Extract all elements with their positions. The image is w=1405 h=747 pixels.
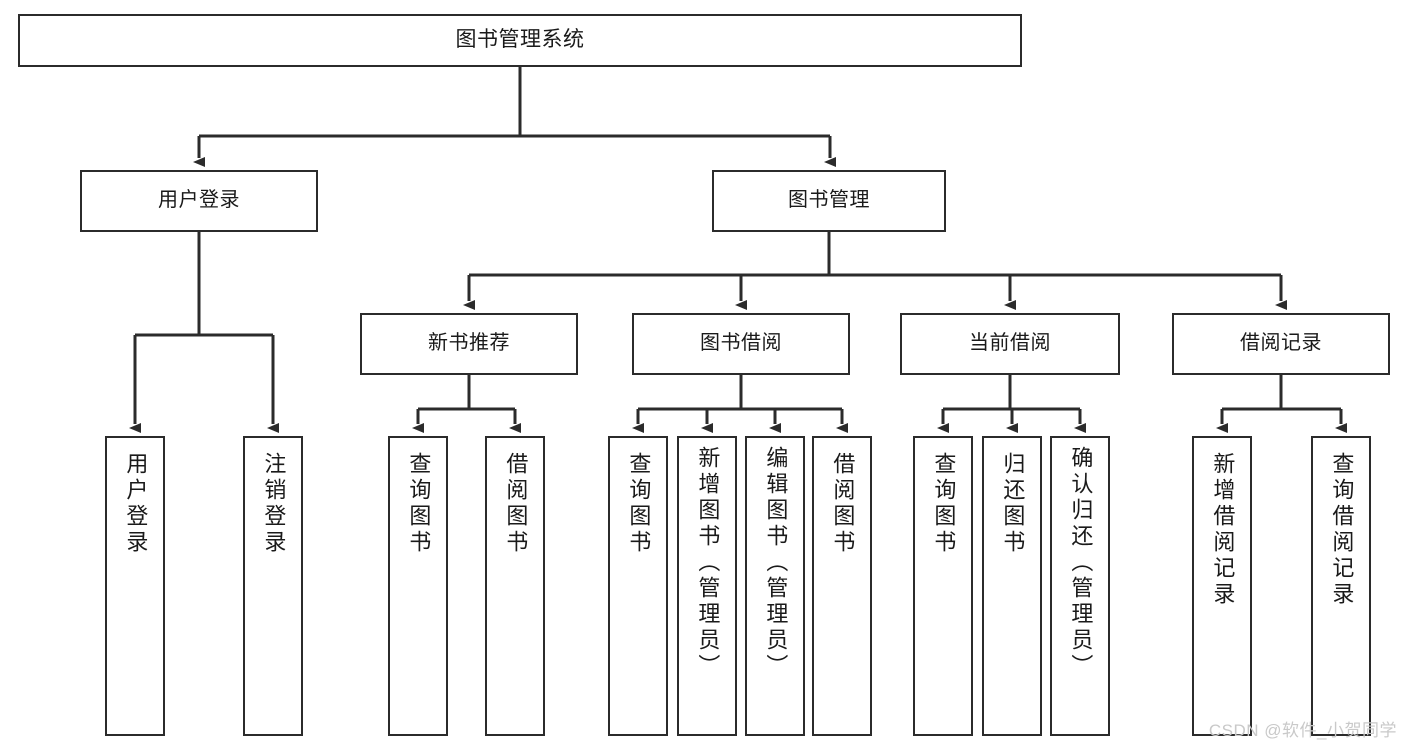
node-label: 查询图书 — [931, 452, 957, 556]
node-label: 查询图书 — [406, 452, 432, 556]
leaf-return-book[interactable]: 归还图书 — [982, 436, 1042, 736]
node-label: 新增借阅记录 — [1210, 452, 1236, 608]
leaf-borrow-book-recommend[interactable]: 借阅图书 — [485, 436, 545, 736]
node-root-book-management-system[interactable]: 图书管理系统 — [18, 14, 1022, 67]
node-user-login[interactable]: 用户登录 — [80, 170, 318, 232]
node-label: 编辑图书（管理员） — [763, 446, 789, 680]
leaf-query-book-recommend[interactable]: 查询图书 — [388, 436, 448, 736]
node-label: 借阅图书 — [830, 452, 856, 556]
node-new-book-recommend[interactable]: 新书推荐 — [360, 313, 578, 375]
leaf-add-book-admin[interactable]: 新增图书（管理员） — [677, 436, 737, 736]
leaf-query-book-borrow[interactable]: 查询图书 — [608, 436, 668, 736]
leaf-borrow-book[interactable]: 借阅图书 — [812, 436, 872, 736]
node-label: 借阅记录 — [1240, 332, 1322, 355]
node-label: 归还图书 — [1000, 452, 1026, 556]
node-borrow-record[interactable]: 借阅记录 — [1172, 313, 1390, 375]
node-label: 图书管理系统 — [455, 28, 585, 52]
node-label: 注销登录 — [261, 452, 287, 556]
node-label: 用户登录 — [158, 189, 240, 212]
node-label: 新增图书（管理员） — [695, 446, 721, 680]
leaf-query-borrow-record[interactable]: 查询借阅记录 — [1311, 436, 1371, 736]
leaf-confirm-return-admin[interactable]: 确认归还（管理员） — [1050, 436, 1110, 736]
leaf-edit-book-admin[interactable]: 编辑图书（管理员） — [745, 436, 805, 736]
node-book-management[interactable]: 图书管理 — [712, 170, 946, 232]
node-label: 新书推荐 — [428, 332, 510, 355]
node-label: 当前借阅 — [969, 332, 1051, 355]
node-label: 查询借阅记录 — [1329, 452, 1355, 608]
leaf-user-logout[interactable]: 注销登录 — [243, 436, 303, 736]
node-label: 图书借阅 — [700, 332, 782, 355]
node-label: 借阅图书 — [503, 452, 529, 556]
node-book-borrow[interactable]: 图书借阅 — [632, 313, 850, 375]
node-label: 图书管理 — [788, 189, 870, 212]
leaf-query-book-current[interactable]: 查询图书 — [913, 436, 973, 736]
node-label: 确认归还（管理员） — [1068, 446, 1094, 680]
node-label: 查询图书 — [626, 452, 652, 556]
leaf-add-borrow-record[interactable]: 新增借阅记录 — [1192, 436, 1252, 736]
node-current-borrow[interactable]: 当前借阅 — [900, 313, 1120, 375]
node-label: 用户登录 — [123, 452, 149, 556]
leaf-user-login[interactable]: 用户登录 — [105, 436, 165, 736]
